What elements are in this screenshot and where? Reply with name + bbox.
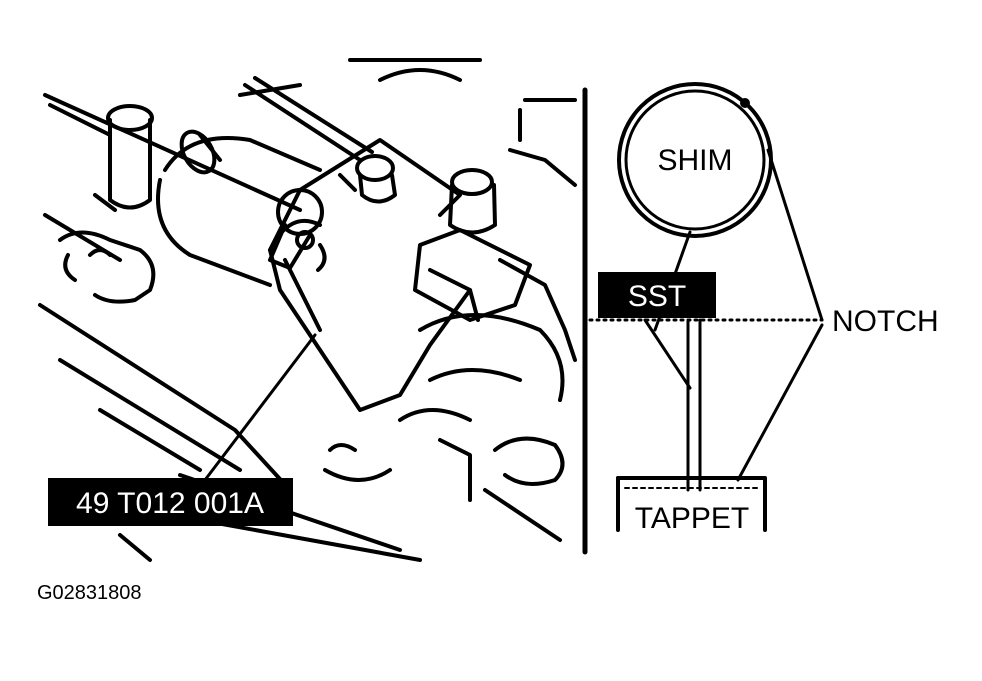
tappet-label: TAPPET — [635, 502, 749, 535]
shim-label: SHIM — [658, 144, 733, 177]
notch-label: NOTCH — [832, 305, 939, 338]
tool-number-box — [48, 478, 293, 526]
sst-label-box — [598, 272, 716, 318]
engine-head-illustration — [38, 58, 577, 562]
tool-number-leader — [203, 333, 317, 482]
tool-number-label: 49 T012 001A — [76, 487, 264, 520]
figure-id: G02831808 — [37, 582, 142, 604]
sst-label: SST — [628, 280, 686, 313]
